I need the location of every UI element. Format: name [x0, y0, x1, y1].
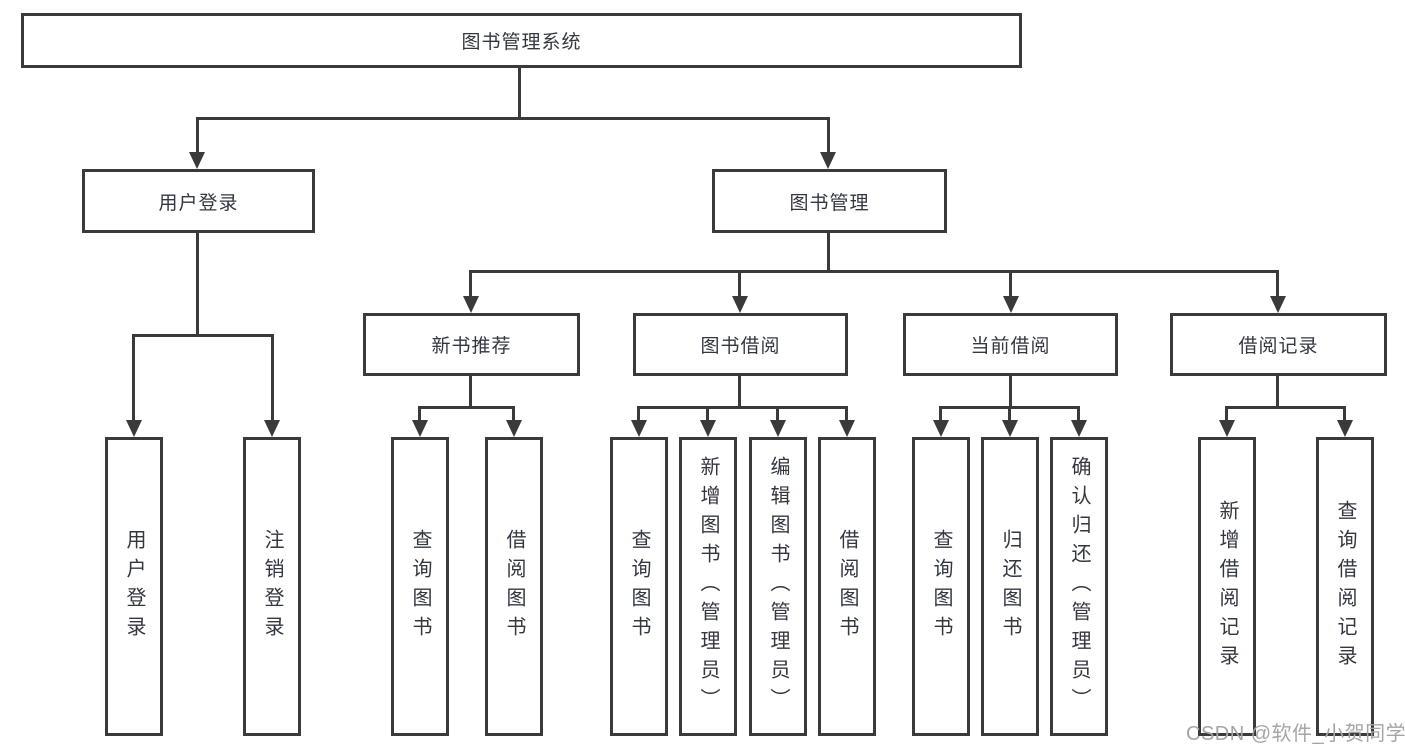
connector-leaf-logout-stem — [271, 334, 274, 422]
leaf-logout: 注销登录 — [243, 437, 301, 736]
connector-leaf-stem — [1077, 406, 1080, 424]
leaf-user-login: 用户登录 — [105, 437, 163, 736]
node-user-login: 用户登录 — [82, 169, 315, 233]
arrow-leaf-logout — [264, 420, 280, 437]
leaf-return-books-label: 归还图书 — [999, 528, 1021, 645]
connector-leaf-stem — [706, 406, 709, 424]
connector-leaf-stem — [418, 406, 421, 424]
leaf-add-borrow-record-label: 新增借阅记录 — [1216, 499, 1238, 674]
leaf-return-books: 归还图书 — [981, 437, 1039, 736]
connector-records-rail — [1225, 406, 1346, 409]
connector-user-login-rail — [132, 334, 274, 337]
connector-records-down — [1276, 376, 1279, 409]
leaf-borrow-books: 借阅图书 — [818, 437, 876, 736]
arrow-leaf — [1219, 420, 1235, 437]
arrow-current — [1003, 296, 1019, 313]
leaf-user-login-label: 用户登录 — [123, 528, 145, 645]
leaf-query-books-recommend-label: 查询图书 — [409, 528, 431, 645]
leaf-query-books-current: 查询图书 — [912, 437, 970, 736]
connector-leaf-login-stem — [132, 334, 135, 422]
arrow-leaf — [412, 420, 428, 437]
leaf-add-books-admin: 新增图书（管理员） — [679, 437, 737, 736]
arrow-leaf — [700, 420, 716, 437]
connector-leaf-stem — [637, 406, 640, 424]
leaf-query-borrow-record-label: 查询借阅记录 — [1334, 499, 1356, 674]
leaf-add-borrow-record: 新增借阅记录 — [1198, 437, 1256, 736]
connector-borrowing-rail — [637, 406, 848, 409]
connector-book-mgmt-stem — [827, 117, 830, 153]
arrow-borrowing — [732, 296, 748, 313]
leaf-borrow-books-recommend: 借阅图书 — [485, 437, 543, 736]
arrow-user-login — [189, 152, 205, 169]
connector-current-stem — [1009, 270, 1012, 298]
leaf-confirm-return-admin-label: 确认归还（管理员） — [1068, 456, 1090, 717]
leaf-query-books-current-label: 查询图书 — [930, 528, 952, 645]
node-current-borrowing: 当前借阅 — [903, 313, 1118, 376]
leaf-edit-books-admin: 编辑图书（管理员） — [749, 437, 807, 736]
node-new-book-recommend: 新书推荐 — [363, 313, 580, 376]
leaf-borrow-books-label: 借阅图书 — [836, 528, 858, 645]
connector-leaf-stem — [1008, 406, 1011, 424]
leaf-borrow-books-recommend-label: 借阅图书 — [503, 528, 525, 645]
node-library-system: 图书管理系统 — [21, 13, 1022, 68]
connector-book-mgmt-down — [827, 233, 830, 273]
arrow-leaf — [1002, 420, 1018, 437]
connector-user-login-down — [196, 233, 199, 337]
csdn-watermark: CSDN @软件_小贺同学 — [1186, 723, 1405, 745]
connector-user-login-stem — [196, 117, 199, 153]
leaf-query-books-borrowing: 查询图书 — [610, 437, 668, 736]
connector-new-books-stem — [469, 270, 472, 298]
connector-leaf-stem — [776, 406, 779, 424]
connector-leaf-stem — [1225, 406, 1228, 424]
connector-records-stem — [1276, 270, 1279, 298]
connector-leaf-stem — [1343, 406, 1346, 424]
arrow-leaf — [1337, 420, 1353, 437]
leaf-logout-label: 注销登录 — [261, 528, 283, 645]
arrow-leaf — [506, 420, 522, 437]
connector-leaf-stem — [845, 406, 848, 424]
leaf-add-books-admin-label: 新增图书（管理员） — [697, 456, 719, 717]
connector-leaf-stem — [939, 406, 942, 424]
connector-new-books-rail — [418, 406, 515, 409]
leaf-query-books-recommend: 查询图书 — [391, 437, 449, 736]
arrow-leaf — [933, 420, 949, 437]
arrow-new-books — [463, 296, 479, 313]
node-book-borrowing-label: 图书借阅 — [700, 336, 781, 357]
arrow-leaf — [631, 420, 647, 437]
arrow-records — [1270, 296, 1286, 313]
node-borrowing-records: 借阅记录 — [1170, 313, 1387, 376]
arrow-leaf — [770, 420, 786, 437]
connector-borrowing-down — [738, 376, 741, 409]
arrow-leaf — [839, 420, 855, 437]
leaf-confirm-return-admin: 确认归还（管理员） — [1050, 437, 1108, 736]
node-library-system-label: 图书管理系统 — [461, 32, 582, 53]
node-book-management-label: 图书管理 — [789, 192, 870, 214]
leaf-query-books-borrowing-label: 查询图书 — [628, 528, 650, 645]
node-current-borrowing-label: 当前借阅 — [970, 336, 1051, 357]
connector-book-mgmt-rail — [469, 270, 1279, 273]
connector-root-rail — [196, 117, 830, 120]
connector-borrowing-stem — [738, 270, 741, 298]
node-book-borrowing: 图书借阅 — [633, 313, 848, 376]
node-user-login-label: 用户登录 — [158, 192, 239, 214]
leaf-edit-books-admin-label: 编辑图书（管理员） — [767, 456, 789, 717]
connector-root-stem — [518, 68, 521, 118]
arrow-leaf-login — [126, 420, 142, 437]
connector-current-down — [1009, 376, 1012, 409]
node-new-book-recommend-label: 新书推荐 — [431, 336, 512, 357]
connector-new-books-down — [469, 376, 472, 409]
arrow-book-mgmt — [820, 152, 836, 169]
node-book-management: 图书管理 — [712, 169, 947, 233]
node-borrowing-records-label: 借阅记录 — [1238, 336, 1319, 357]
leaf-query-borrow-record: 查询借阅记录 — [1316, 437, 1374, 736]
arrow-leaf — [1071, 420, 1087, 437]
connector-leaf-stem — [512, 406, 515, 424]
